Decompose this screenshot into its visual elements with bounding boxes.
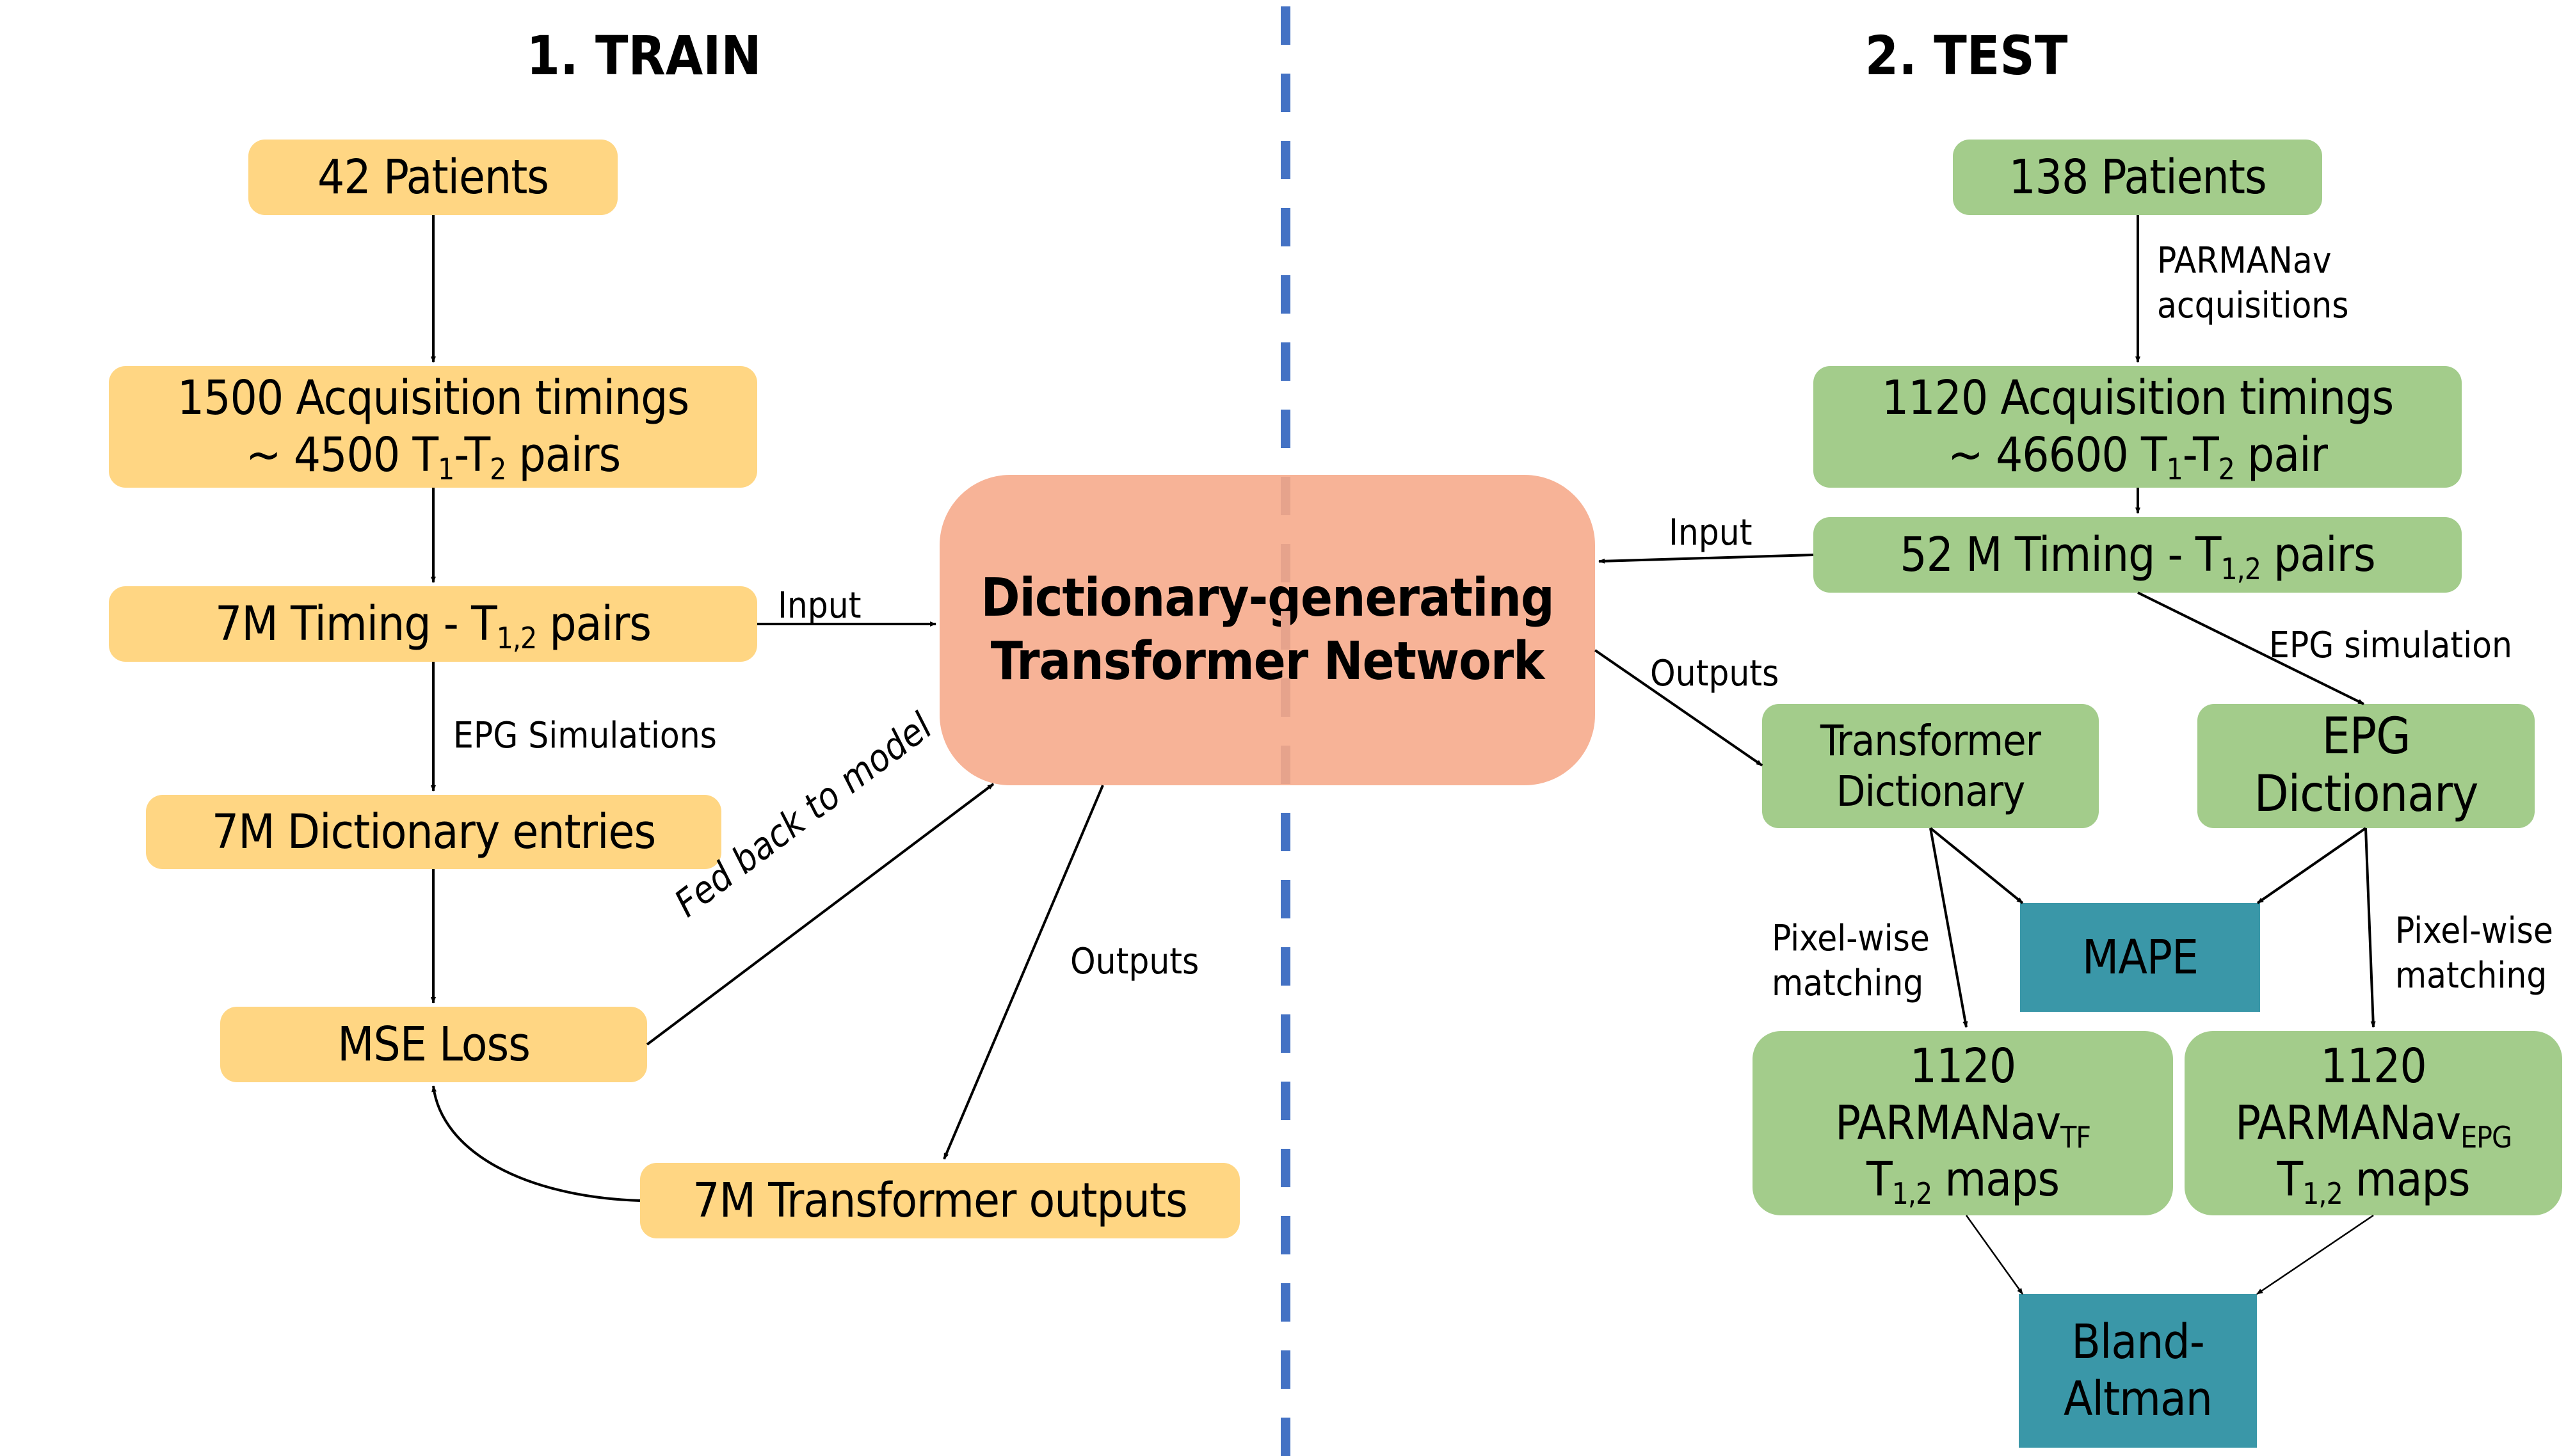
train-epg-simulations-label: EPG Simulations [453, 715, 717, 756]
bland-altman-box: Bland- Altman [2019, 1294, 2257, 1448]
transformer-dictionary-line1: Transformer [1820, 716, 2041, 765]
test-outputs-label: Outputs [1650, 653, 1779, 694]
arrow-epg-dict-to-maps [2364, 828, 2376, 1028]
arrow-epg-dict-to-mape [2256, 827, 2367, 904]
divider-dash [1281, 1216, 1290, 1254]
train-acquisition-line2: ~ 4500 T1-T2 pairs [245, 428, 621, 486]
test-patients-box: 138 Patients [1953, 140, 2322, 215]
transformer-dictionary-line2: Dictionary [1836, 767, 2026, 816]
mape-box: MAPE [2020, 903, 2260, 1012]
train-timing-pairs-label: 7M Timing - T1,2 pairs [215, 596, 652, 655]
test-acquisition-line2: ~ 46600 T1-T2 pair [1948, 428, 2328, 486]
test-input-label: Input [1669, 512, 1753, 554]
divider-dash [1281, 275, 1290, 314]
divider-dash [1281, 477, 1290, 515]
network-title-line2: Transformer Network [990, 630, 1544, 692]
parmanav-tf-count: 1120 [1909, 1038, 2016, 1094]
divider-dash [1281, 947, 1290, 986]
train-dictionary-box: 7M Dictionary entries [146, 795, 721, 869]
arrow-timing-to-epg-dictionary [2137, 591, 2364, 705]
epg-dictionary-line2: Dictionary [2254, 765, 2479, 823]
network-title-line1: Dictionary-generating [981, 568, 1554, 629]
divider-dash [1281, 1350, 1290, 1389]
transformer-outputs-box: 7M Transformer outputs [640, 1163, 1240, 1238]
bland-altman-line1: Bland- [2071, 1315, 2204, 1370]
train-patients-box: 42 Patients [248, 140, 618, 215]
parmanav-tf-name: PARMANavTF [1834, 1095, 2091, 1155]
divider-dash [1281, 410, 1290, 448]
mse-loss-label: MSE Loss [337, 1016, 531, 1072]
divider-dash [1281, 880, 1290, 918]
divider-dash [1281, 1283, 1290, 1322]
pixelwise-matching-tf-label: Pixel-wise matching [1772, 918, 1930, 1004]
train-acquisition-box: 1500 Acquisition timings ~ 4500 T1-T2 pa… [109, 366, 757, 488]
arrow-test-timing-to-network [1598, 554, 1814, 564]
arrow-outputs-to-loss [431, 1085, 641, 1202]
parmanav-epg-maps-label: T1,2 maps [2277, 1152, 2470, 1212]
test-timing-pairs-box: 52 M Timing - T1,2 pairs [1813, 517, 2462, 593]
train-outputs-label: Outputs [1070, 941, 1199, 982]
test-timing-pairs-label: 52 M Timing - T1,2 pairs [1900, 527, 2375, 586]
pixelwise-matching-epg-label: Pixel-wise matching [2395, 910, 2553, 996]
arrow-epg-maps-to-bland [2256, 1214, 2374, 1295]
divider-dash [1281, 1149, 1290, 1187]
test-patients-label: 138 Patients [2009, 149, 2266, 205]
transformer-network-box: Dictionary-generating Transformer Networ… [940, 475, 1595, 785]
epg-simulation-label: EPG simulation [2269, 625, 2512, 666]
divider-dash [1281, 6, 1290, 45]
parmanav-acquisitions-label: PARMANav acquisitions [2157, 240, 2349, 326]
arrow-network-to-tf-dictionary [1594, 649, 1763, 767]
test-acquisition-box: 1120 Acquisition timings ~ 46600 T1-T2 p… [1813, 366, 2462, 488]
arrow-tf-maps-to-bland [1965, 1215, 2024, 1295]
train-timing-pairs-box: 7M Timing - T1,2 pairs [109, 586, 757, 662]
divider-dash [1281, 74, 1290, 112]
bland-altman-line2: Altman [2064, 1372, 2213, 1427]
divider-dash [1281, 141, 1290, 179]
epg-dictionary-line1: EPG [2322, 708, 2411, 766]
divider-dash [1281, 544, 1290, 582]
train-patients-label: 42 Patients [317, 149, 549, 205]
parmanav-epg-maps-box: 1120 PARMANavEPG T1,2 maps [2185, 1031, 2562, 1215]
parmanav-tf-maps-label: T1,2 maps [1866, 1152, 2060, 1212]
parmanav-tf-maps-box: 1120 PARMANavTF T1,2 maps [1753, 1031, 2173, 1215]
transformer-dictionary-box: Transformer Dictionary [1762, 704, 2099, 828]
divider-dash [1281, 611, 1290, 650]
divider-dash [1281, 746, 1290, 784]
epg-dictionary-box: EPG Dictionary [2197, 704, 2535, 828]
transformer-outputs-label: 7M Transformer outputs [693, 1172, 1188, 1228]
mape-label: MAPE [2082, 929, 2199, 985]
train-dictionary-label: 7M Dictionary entries [211, 804, 656, 860]
divider-dash [1281, 1014, 1290, 1053]
test-acquisition-line1: 1120 Acquisition timings [1881, 371, 2394, 426]
arrow-tf-dict-to-maps [1929, 828, 1968, 1028]
parmanav-epg-count: 1120 [2320, 1038, 2427, 1094]
divider-dash [1281, 1082, 1290, 1120]
arrow-tf-dict-to-mape [1929, 827, 2024, 904]
train-acquisition-line1: 1500 Acquisition timings [177, 371, 689, 426]
divider-dash [1281, 342, 1290, 381]
mse-loss-box: MSE Loss [220, 1007, 647, 1082]
parmanav-epg-name: PARMANavEPG [2234, 1095, 2512, 1155]
arrow-network-to-outputs [943, 785, 1104, 1160]
train-section-title: 1. TRAIN [526, 24, 762, 87]
train-input-label: Input [778, 585, 862, 627]
divider-dash [1281, 678, 1290, 717]
divider-dash [1281, 813, 1290, 851]
test-section-title: 2. TEST [1865, 24, 2068, 87]
divider-dash [1281, 208, 1290, 246]
arrow-loss-to-network [646, 783, 995, 1046]
